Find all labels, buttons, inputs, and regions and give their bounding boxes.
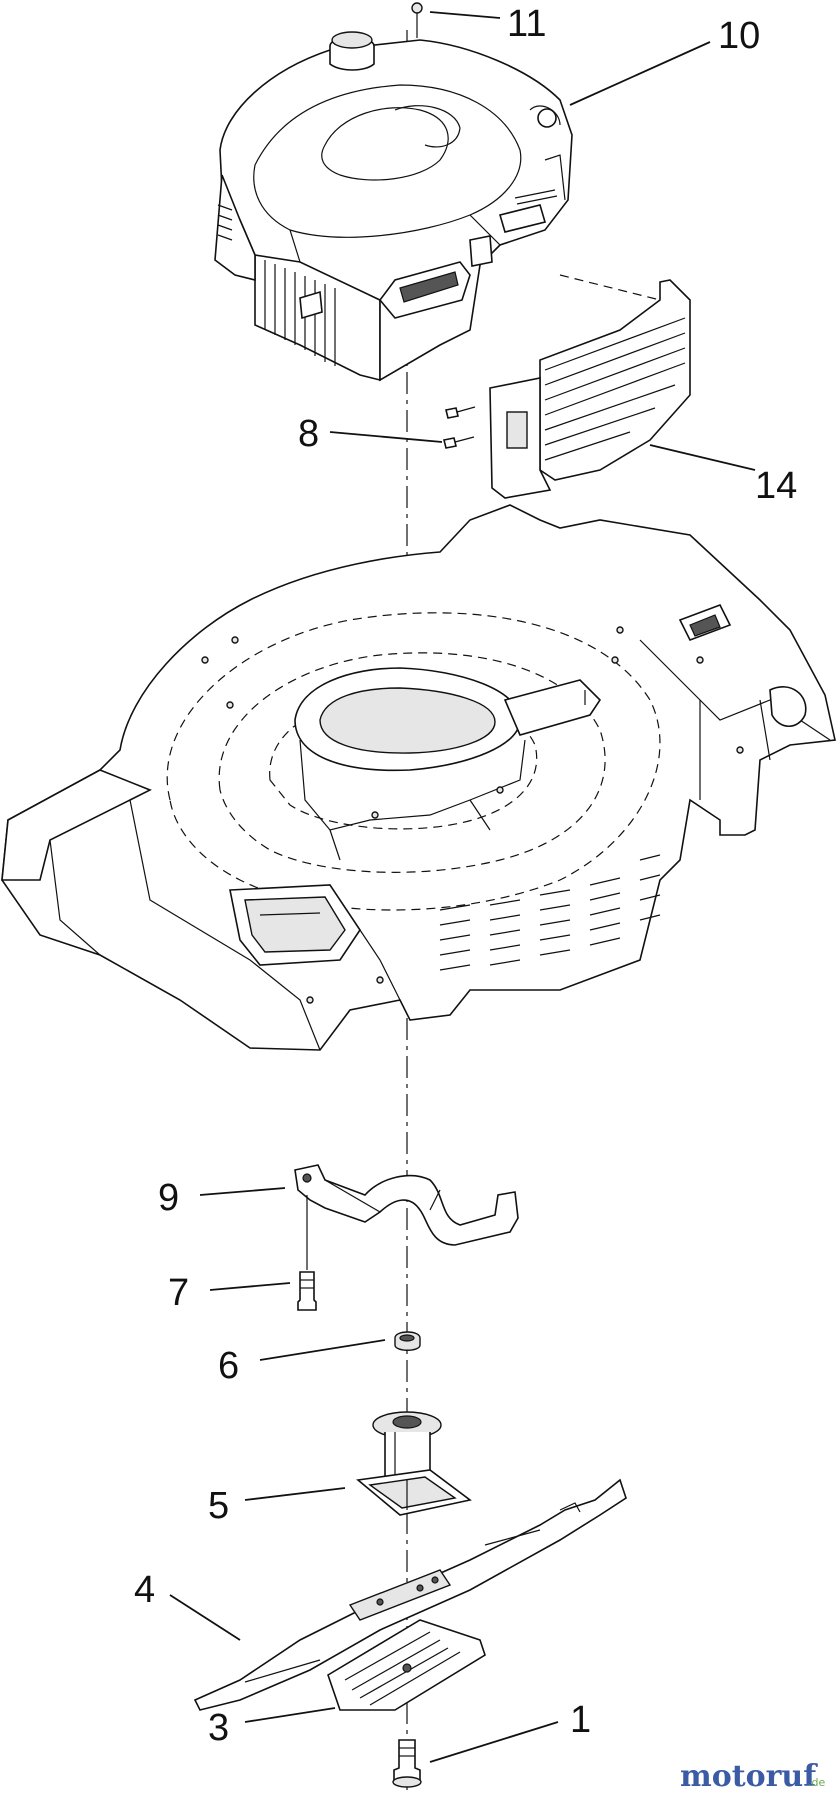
callout-1: 1 [570,1699,591,1741]
leader-line-7 [209,1282,291,1291]
leader-line-10 [569,41,711,106]
screws-part-8 [443,406,476,449]
leader-line-5 [244,1487,346,1501]
leader-line-1 [429,1721,559,1763]
callout-14: 14 [755,465,797,507]
leader-line-3 [244,1707,336,1723]
callout-6: 6 [218,1345,239,1387]
leader-line-4 [169,1594,241,1641]
bolt-part-7 [297,1271,317,1311]
callout-5: 5 [208,1485,229,1527]
adapter-part-5 [356,1411,472,1516]
callout-10: 10 [718,15,760,57]
callout-8: 8 [298,413,319,455]
callout-7: 7 [168,1272,189,1314]
leader-line-6 [259,1339,386,1361]
washer-part-6 [394,1331,421,1351]
callout-3: 3 [208,1707,229,1749]
bolt-part-1 [392,1739,422,1788]
leader-line-9 [199,1187,286,1196]
watermark-logo: motoruf .de [680,1759,825,1794]
callout-11: 11 [507,3,546,45]
callout-4: 4 [134,1569,155,1611]
watermark-suffix: .de [808,1776,825,1789]
leader-line-11 [429,11,501,19]
stiffener-part-3 [327,1619,486,1711]
callout-9: 9 [158,1177,179,1219]
watermark-text: motoruf [680,1759,818,1794]
leader-line-14 [649,444,756,471]
cover-part-14 [489,274,691,499]
mower-deck [1,504,836,1051]
screw-part-11 [411,2,423,38]
bracket-part-9 [294,1164,519,1270]
leader-line-8 [329,431,443,443]
engine-part-10 [214,31,573,382]
blade-part-4 [193,1478,627,1711]
